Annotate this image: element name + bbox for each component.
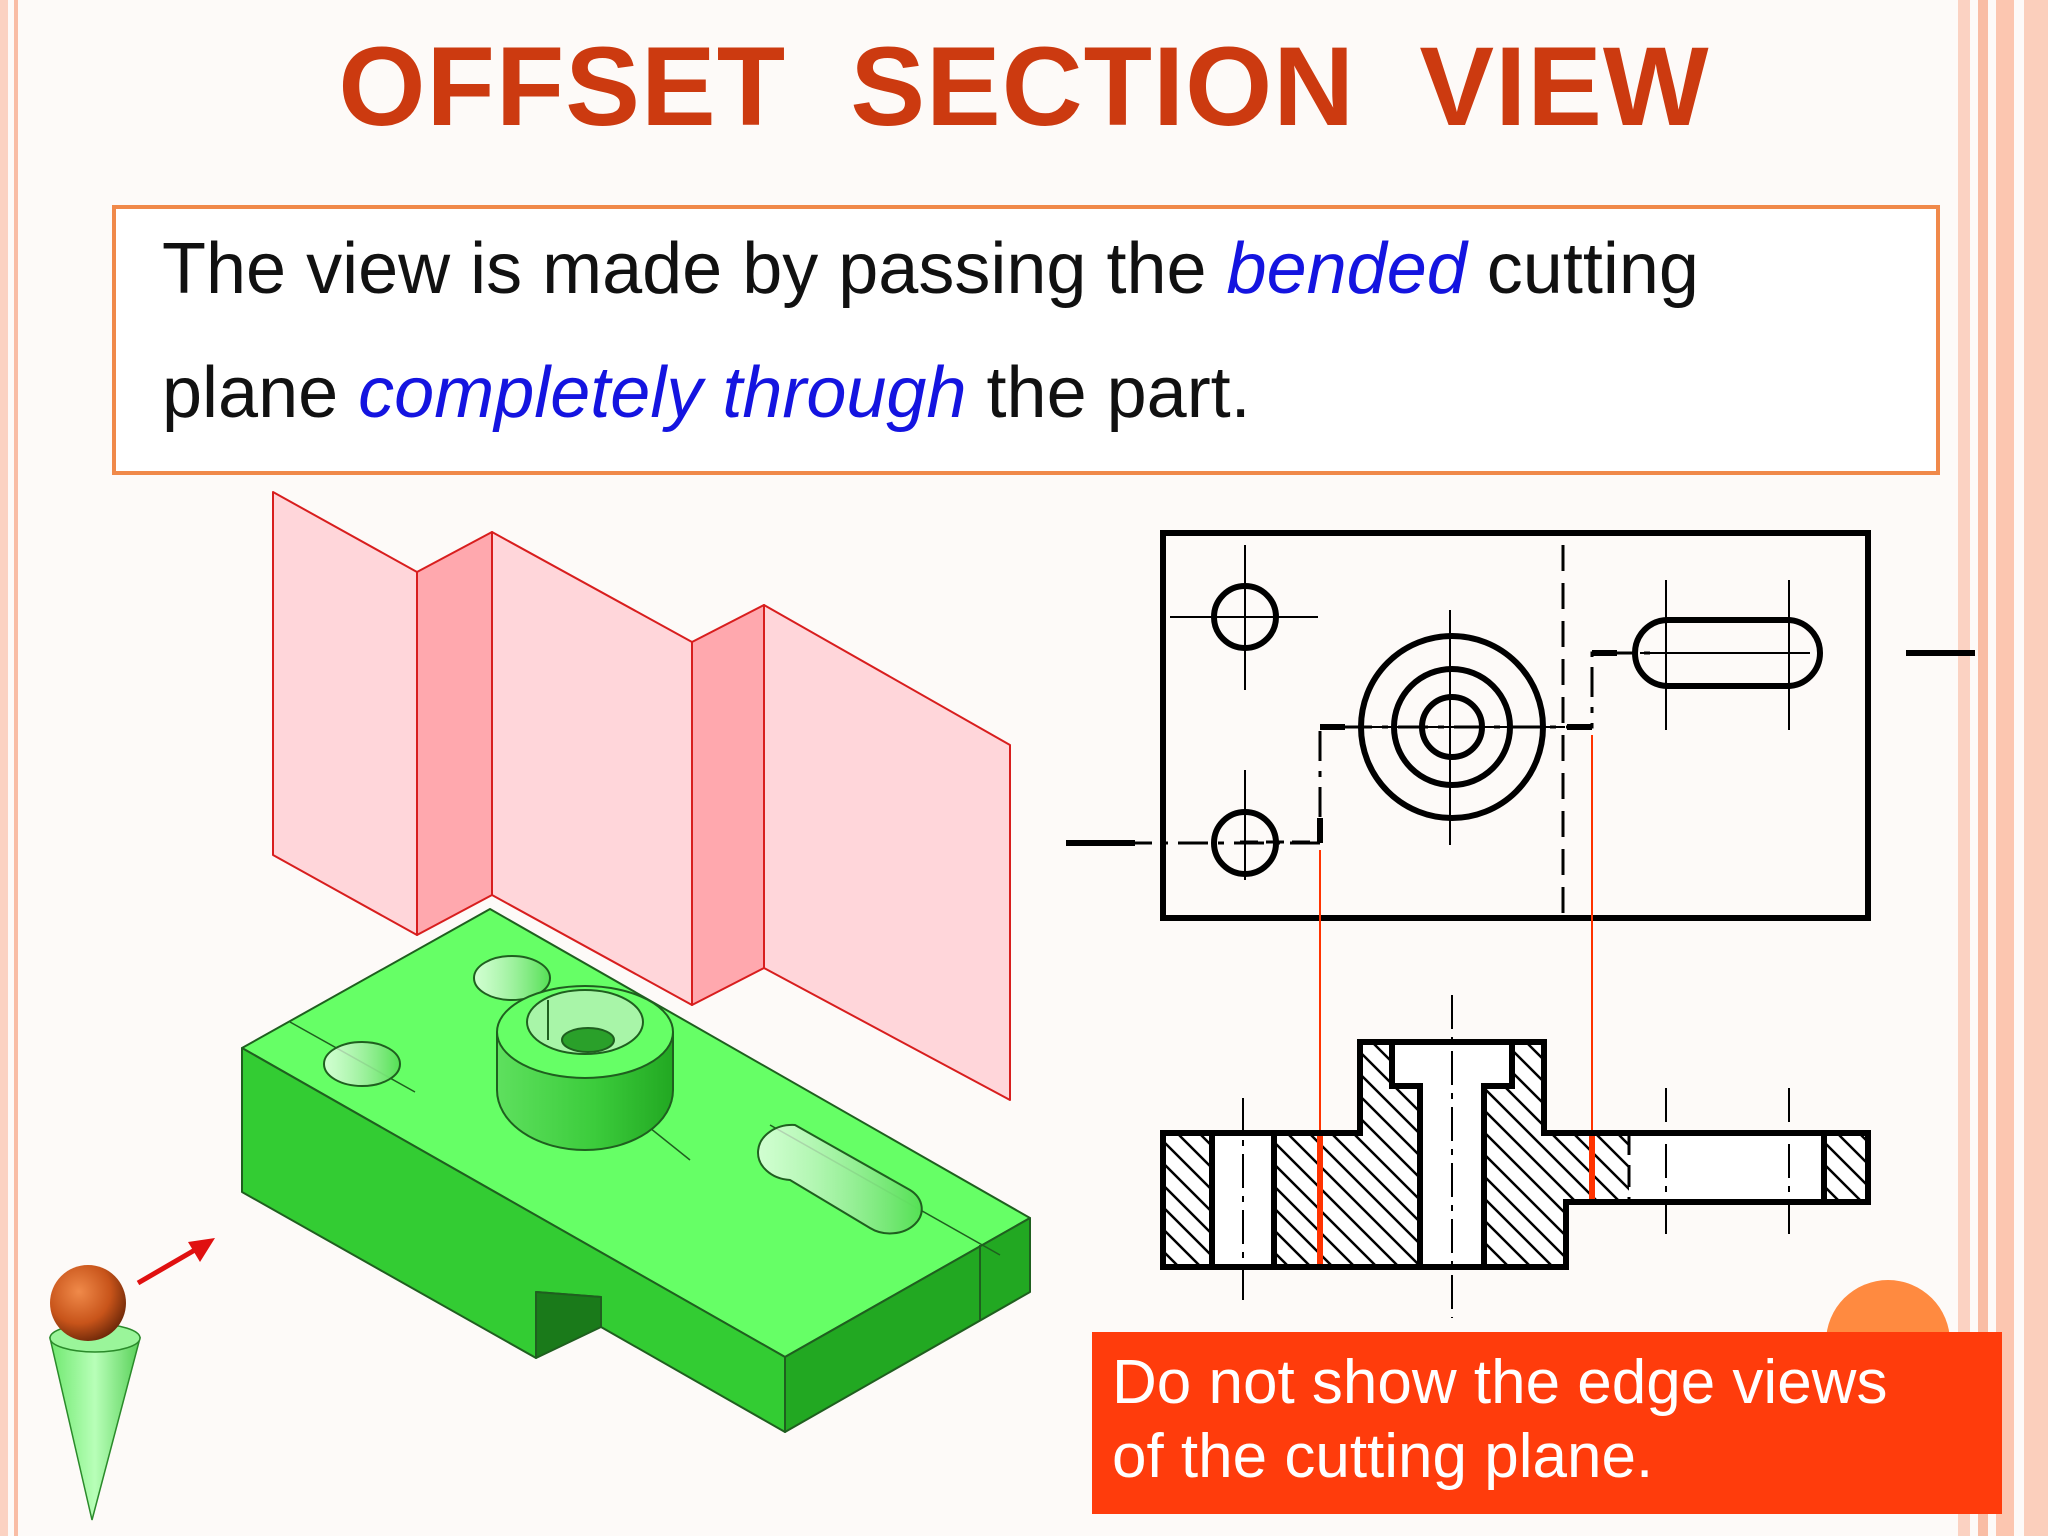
section-outline	[1160, 1039, 1871, 1270]
bent-cutting-plane	[272, 491, 1011, 1101]
note-line-2: of the cutting plane.	[1112, 1422, 1654, 1491]
viewer-cone	[49, 1337, 141, 1521]
green-part	[241, 908, 1031, 1433]
definition-text: plane	[162, 353, 359, 433]
right-border-stripe	[1978, 0, 1988, 1536]
slot-hole	[757, 1123, 923, 1235]
plane-segment	[272, 491, 418, 936]
plane-segment	[416, 531, 493, 936]
note-line-1: Do not show the edge views	[1112, 1348, 1888, 1417]
left-border-stripe	[0, 0, 8, 1536]
top-view-outline	[1160, 530, 1871, 921]
right-border-stripe	[2024, 0, 2048, 1536]
top-view-slot	[1632, 617, 1823, 689]
plane-segment	[691, 604, 765, 1006]
right-border-stripe	[1996, 0, 2014, 1536]
emphasis-text: bended	[1226, 229, 1467, 309]
emphasis-text: completely through	[358, 353, 967, 433]
definition-text: The view is made by passing the	[162, 229, 1227, 309]
small-hole	[473, 955, 551, 1001]
top-view	[1066, 530, 1975, 921]
note-callout: Do not show the edge views of the cuttin…	[1092, 1332, 2002, 1514]
plane-segment	[763, 604, 1011, 1101]
cutting-plane-ends	[1066, 650, 1975, 846]
right-border-stripe	[1958, 0, 1970, 1536]
left-border-stripe	[14, 0, 18, 1536]
cutting-plane-line	[1066, 651, 1652, 845]
definition-text: the part.	[966, 353, 1251, 433]
definition-text: cutting	[1466, 229, 1699, 309]
part-right-face	[784, 1217, 1031, 1433]
section-hatch-region	[1163, 1042, 1868, 1267]
observer-icon	[49, 1265, 141, 1521]
small-hole	[323, 1041, 401, 1087]
section-view	[1160, 995, 1871, 1318]
projection-lines	[1319, 735, 1593, 1130]
definition-line-1: The view is made by passing the bended c…	[162, 228, 1699, 310]
view-direction-arrow-icon	[136, 1238, 215, 1286]
viewer-head	[50, 1265, 126, 1341]
definition-line-2: plane completely through the part.	[162, 352, 1251, 434]
boss-hole	[561, 1027, 615, 1053]
definition-box	[112, 205, 1940, 475]
part-notch	[535, 1291, 602, 1359]
page-title: OFFSET SECTION VIEW	[338, 24, 1710, 149]
